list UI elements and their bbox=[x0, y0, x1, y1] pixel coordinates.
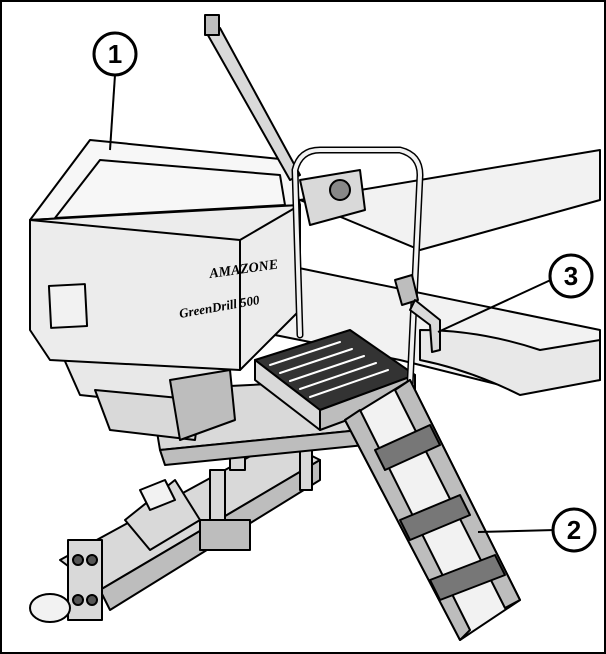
linkage-pivot bbox=[329, 179, 351, 201]
hitch-eye bbox=[29, 593, 71, 623]
hitch-bolt bbox=[86, 554, 98, 566]
callout-2: 2 bbox=[551, 507, 597, 553]
hitch-bolt bbox=[72, 594, 84, 606]
leader-line-1 bbox=[109, 74, 116, 151]
hopper-top-edge bbox=[239, 204, 301, 241]
callout-1-label: 1 bbox=[108, 39, 122, 69]
ladder-step bbox=[399, 494, 471, 541]
rear-frame bbox=[299, 149, 601, 251]
hitch-bracket-top bbox=[139, 479, 176, 511]
callout-3-label: 3 bbox=[564, 261, 578, 291]
platform-tread-lines bbox=[269, 341, 389, 398]
rear-tank-frame bbox=[419, 329, 601, 396]
lock-lever-bracket bbox=[394, 274, 419, 306]
hitch-plate bbox=[67, 539, 103, 621]
hitch-bolt bbox=[86, 594, 98, 606]
callout-2-label: 2 bbox=[567, 515, 581, 545]
pole-top-bracket bbox=[204, 14, 220, 36]
leader-line-2 bbox=[477, 529, 556, 533]
handrail bbox=[293, 148, 422, 387]
callout-1: 1 bbox=[92, 31, 138, 77]
ladder-step bbox=[374, 424, 441, 471]
hopper-window bbox=[47, 283, 89, 329]
ladder-step bbox=[429, 554, 506, 601]
leader-line-3 bbox=[437, 277, 556, 333]
lock-lever bbox=[409, 299, 441, 353]
fan-housing bbox=[169, 369, 236, 441]
hitch-bolt bbox=[72, 554, 84, 566]
leg-foot bbox=[199, 519, 251, 551]
callout-3: 3 bbox=[548, 253, 594, 299]
